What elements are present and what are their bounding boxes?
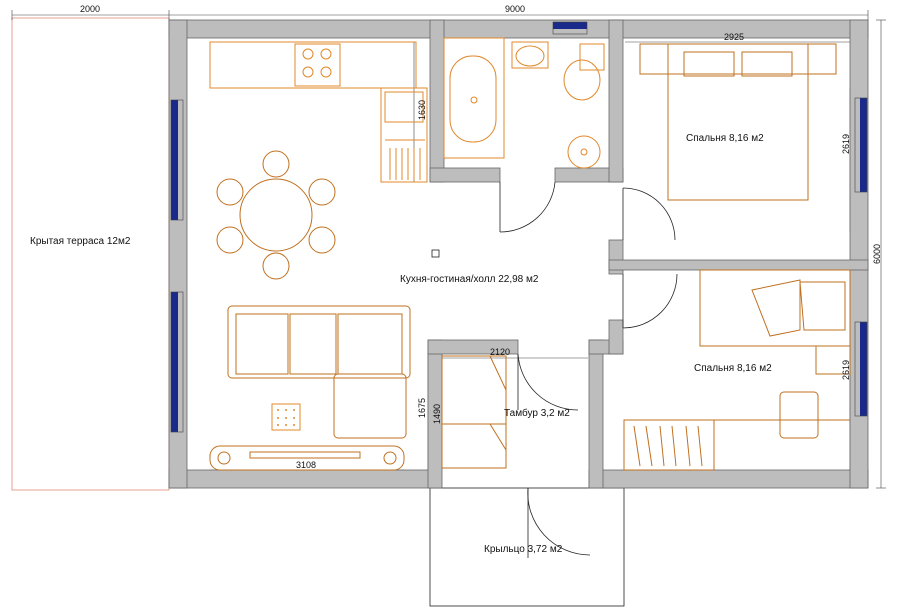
- room-label-living: Кухня-гостиная/холл 22,98 м2: [400, 274, 539, 285]
- bedroom1-furniture: [639, 43, 837, 201]
- dim-terrace-width: 2000: [80, 4, 100, 14]
- doors: [499, 181, 678, 558]
- dim-vestibule-height-inner: 1490: [432, 404, 442, 424]
- sofa: [209, 305, 411, 471]
- dim-living-width: 3108: [296, 460, 316, 470]
- bathroom-fixtures: [443, 37, 605, 169]
- dim-bedroom1-height: 2619: [841, 134, 851, 154]
- dim-bedroom2-height: 2619: [841, 360, 851, 380]
- room-label-terrace: Крытая терраса 12м2: [30, 236, 131, 247]
- dim-vestibule-width: 2120: [490, 347, 510, 357]
- windows: [170, 21, 868, 433]
- vestibule-furniture: [441, 355, 507, 469]
- dim-total-width: 9000: [505, 4, 525, 14]
- kitchen-furniture: [209, 41, 428, 183]
- room-label-vestibule: Тамбур 3,2 м2: [504, 407, 570, 419]
- dim-kitchen-depth: 1630: [417, 100, 427, 120]
- window-bath: [553, 22, 587, 29]
- room-label-bedroom2: Спальня 8,16 м2: [694, 363, 772, 374]
- room-label-bedroom1: Спальня 8,16 м2: [686, 133, 764, 144]
- dimension-lines: [11, 10, 886, 489]
- dim-vestibule-height-outer: 1675: [417, 398, 427, 418]
- bedroom2-furniture: [623, 269, 851, 471]
- porch: [429, 487, 625, 607]
- terrace: [11, 17, 170, 491]
- dim-total-height: 6000: [872, 244, 882, 264]
- room-label-porch: Крыльцо 3,72 м2: [484, 544, 563, 555]
- window-kitchen: [171, 100, 178, 220]
- window-bedroom2: [860, 322, 867, 416]
- window-living: [171, 292, 178, 432]
- window-bedroom1: [860, 98, 867, 192]
- dim-bedroom1-width: 2925: [724, 32, 744, 42]
- ceiling-light-marker: [431, 249, 440, 258]
- dining-set: [216, 150, 336, 280]
